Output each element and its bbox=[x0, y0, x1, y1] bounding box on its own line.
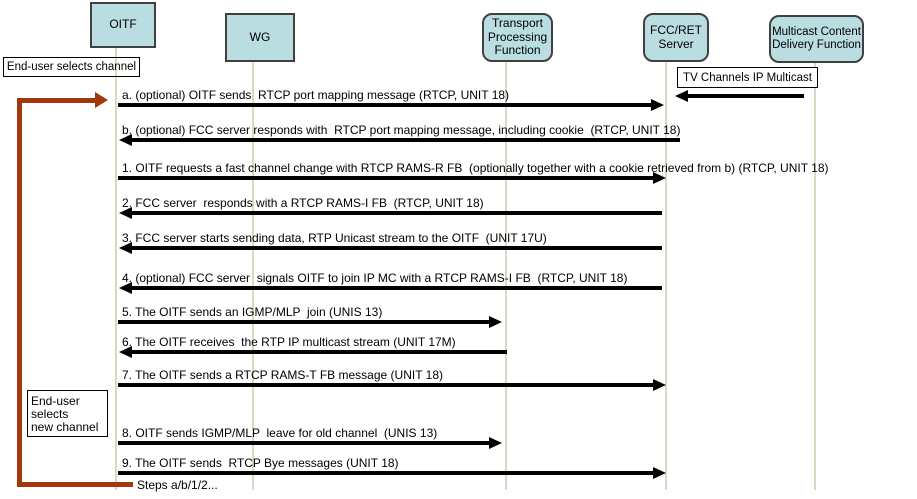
lifeline-transport-processing-function bbox=[505, 62, 507, 490]
lifeline-fcc-ret-server bbox=[665, 62, 667, 490]
lifeline-oitf bbox=[115, 48, 117, 490]
actor-multicast-content-delivery-function: Multicast Content Delivery Function bbox=[769, 15, 864, 63]
message-label-1: 1. OITF requests a fast channel change w… bbox=[122, 161, 829, 175]
loop-line-top bbox=[17, 98, 95, 103]
message-label-b: b. (optional) FCC server responds with R… bbox=[122, 123, 681, 137]
actor-fcc-ret-server: FCC/RET Server bbox=[643, 13, 709, 62]
message-arrow-1 bbox=[118, 172, 666, 184]
message-arrow-7 bbox=[118, 379, 666, 391]
message-arrow-3 bbox=[119, 242, 662, 254]
message-label-6: 6. The OITF receives the RTP IP multicas… bbox=[122, 335, 456, 349]
loop-steps-label: Steps a/b/1/2... bbox=[137, 478, 218, 492]
message-arrow-6 bbox=[119, 346, 507, 358]
lifeline-wg bbox=[252, 62, 254, 490]
loop-line-vertical bbox=[17, 98, 22, 487]
message-arrow-9 bbox=[118, 467, 666, 479]
message-label-2: 2. FCC server responds with a RTCP RAMS-… bbox=[122, 196, 484, 210]
message-arrow-5 bbox=[118, 316, 502, 328]
message-label-3: 3. FCC server starts sending data, RTP U… bbox=[122, 231, 547, 245]
message-label-8: 8. OITF sends IGMP/MLP leave for old cha… bbox=[122, 426, 438, 440]
lifeline-multicast-content-delivery-function bbox=[814, 63, 816, 490]
message-arrow-8 bbox=[118, 437, 502, 449]
actor-wg: WG bbox=[225, 13, 295, 62]
message-label-4: 4. (optional) FCC server signals OITF to… bbox=[122, 271, 628, 285]
actor-oitf-label: OITF bbox=[109, 17, 137, 32]
actor-multicast-content-delivery-function-label: Multicast Content Delivery Function bbox=[772, 25, 861, 51]
tv-multicast-arrow bbox=[675, 90, 804, 102]
message-label-9: 9. The OITF sends RTCP Bye messages (UNI… bbox=[122, 456, 399, 470]
message-label-5: 5. The OITF sends an IGMP/MLP join (UNIS… bbox=[122, 305, 383, 319]
loop-line-bottom bbox=[17, 482, 133, 487]
note-end-user-selects-channel: End-user selects channel bbox=[3, 57, 140, 77]
actor-fcc-ret-server-label: FCC/RET Server bbox=[650, 22, 702, 51]
message-label-7: 7. The OITF sends a RTCP RAMS-T FB messa… bbox=[122, 368, 443, 382]
note-tv-channels-ip-multicast: TV Channels IP Multicast bbox=[677, 67, 818, 88]
message-arrow-4 bbox=[119, 282, 662, 294]
message-arrow-a bbox=[118, 99, 664, 111]
note-tv-channels-ip-multicast-text: TV Channels IP Multicast bbox=[683, 71, 812, 84]
message-arrow-2 bbox=[119, 207, 662, 219]
message-arrow-b bbox=[119, 134, 680, 146]
message-label-a: a. (optional) OITF sends RTCP port mappi… bbox=[122, 88, 510, 102]
actor-oitf: OITF bbox=[90, 2, 156, 48]
actor-wg-label: WG bbox=[249, 29, 271, 44]
actor-transport-processing-function: Transport Processing Function bbox=[482, 13, 553, 62]
note-end-user-selects-channel-text: End-user selects channel bbox=[6, 61, 137, 73]
actor-transport-processing-function-label: Transport Processing Function bbox=[487, 15, 548, 58]
note-end-user-selects-new-channel: End-user selects new channel bbox=[27, 390, 108, 437]
loop-arrowhead-icon bbox=[95, 92, 108, 108]
